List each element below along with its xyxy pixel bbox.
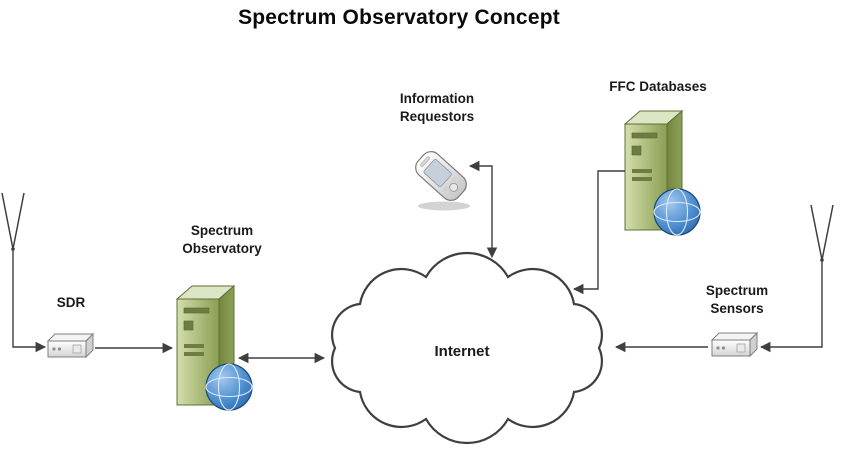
arrow-phone-cloud [468,160,498,259]
arrow-antenna-left-to-sdr [12,249,47,353]
sensor-receiver-box-icon [711,332,758,357]
mobile-phone-icon [415,151,467,201]
diagram-title: Spectrum Observatory Concept [238,6,560,29]
connectors [12,160,823,364]
observatory-label: Spectrum Observatory [182,223,262,256]
sdr-label: SDR [56,295,86,310]
sdr-receiver-box-icon [47,333,94,358]
phone-shadow [418,201,470,211]
arrow-antenna-right-to-sensors [759,260,823,353]
internet-label: Internet [434,343,490,360]
internet-cloud [330,251,604,445]
arrow-ffc-to-cloud [572,170,625,295]
ffc-server-icon [624,110,701,236]
observatory-server-icon [176,285,253,411]
sensors-label: Spectrum Sensors [705,283,769,316]
antenna-left-icon [1,192,25,251]
antenna-right-icon [810,204,834,262]
ffc-label: FFC Databases [609,79,707,94]
requestors-label: Information Requestors [399,91,475,124]
